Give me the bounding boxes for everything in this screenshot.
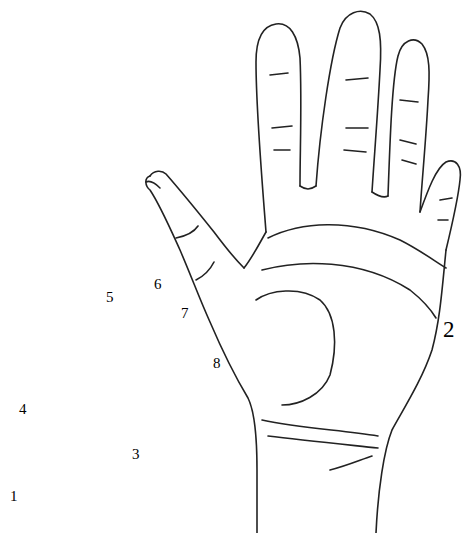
callout-number: 2 — [443, 318, 455, 341]
callout-number: 1 — [10, 489, 18, 504]
callout-number: 7 — [181, 306, 189, 321]
callout-number: 4 — [19, 402, 27, 417]
callout-number: 8 — [213, 356, 221, 371]
callout-number: 5 — [106, 290, 114, 305]
callout-number: 6 — [154, 277, 162, 292]
callout-number: 3 — [132, 447, 140, 462]
